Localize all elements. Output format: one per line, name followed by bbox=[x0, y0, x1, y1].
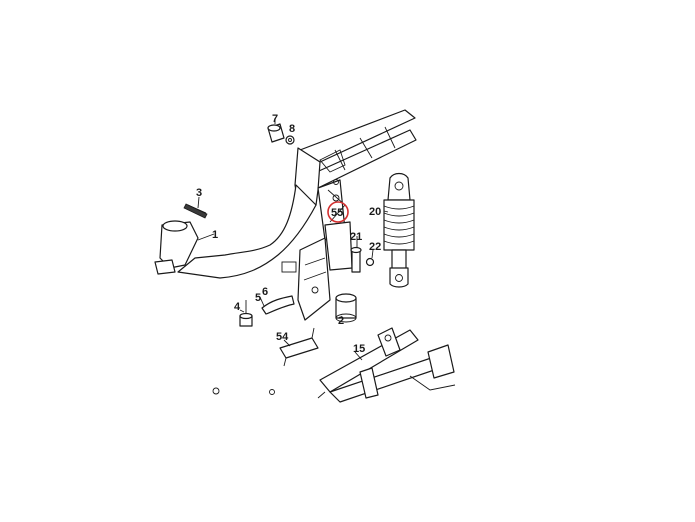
callout-7: 7 bbox=[272, 113, 278, 125]
part-21-bolt[interactable] bbox=[350, 246, 362, 273]
main-frame[interactable] bbox=[154, 109, 417, 321]
callout-3: 3 bbox=[196, 187, 202, 199]
leader-lines bbox=[197, 118, 389, 361]
callout-20: 20 bbox=[369, 206, 381, 218]
callout-15: 15 bbox=[353, 343, 365, 355]
callout-22: 22 bbox=[369, 241, 381, 253]
callout-54: 54 bbox=[276, 331, 289, 343]
callout-55-highlight-circle bbox=[327, 201, 349, 223]
callout-8: 8 bbox=[289, 123, 295, 135]
part-8-washer[interactable] bbox=[285, 135, 295, 145]
callout-4: 4 bbox=[234, 301, 241, 313]
part-22-nut[interactable] bbox=[365, 257, 375, 267]
part-7-cap[interactable] bbox=[267, 123, 285, 143]
callout-1: 1 bbox=[212, 229, 218, 241]
part-4-bolt[interactable] bbox=[239, 300, 253, 327]
part-54-plate[interactable] bbox=[279, 327, 319, 367]
callout-2: 2 bbox=[338, 315, 344, 327]
callout-21: 21 bbox=[350, 231, 362, 243]
part-2-bushing[interactable] bbox=[335, 293, 357, 323]
callout-55[interactable]: 55 bbox=[331, 207, 343, 219]
part-6-hose[interactable] bbox=[261, 295, 295, 315]
part-3-clip[interactable] bbox=[183, 203, 208, 219]
callout-6: 6 bbox=[262, 286, 268, 298]
small-screw-left bbox=[212, 387, 275, 395]
part-20-shock-absorber[interactable] bbox=[383, 172, 415, 288]
callout-5: 5 bbox=[255, 292, 261, 304]
part-15-swing-arm[interactable] bbox=[317, 327, 456, 403]
